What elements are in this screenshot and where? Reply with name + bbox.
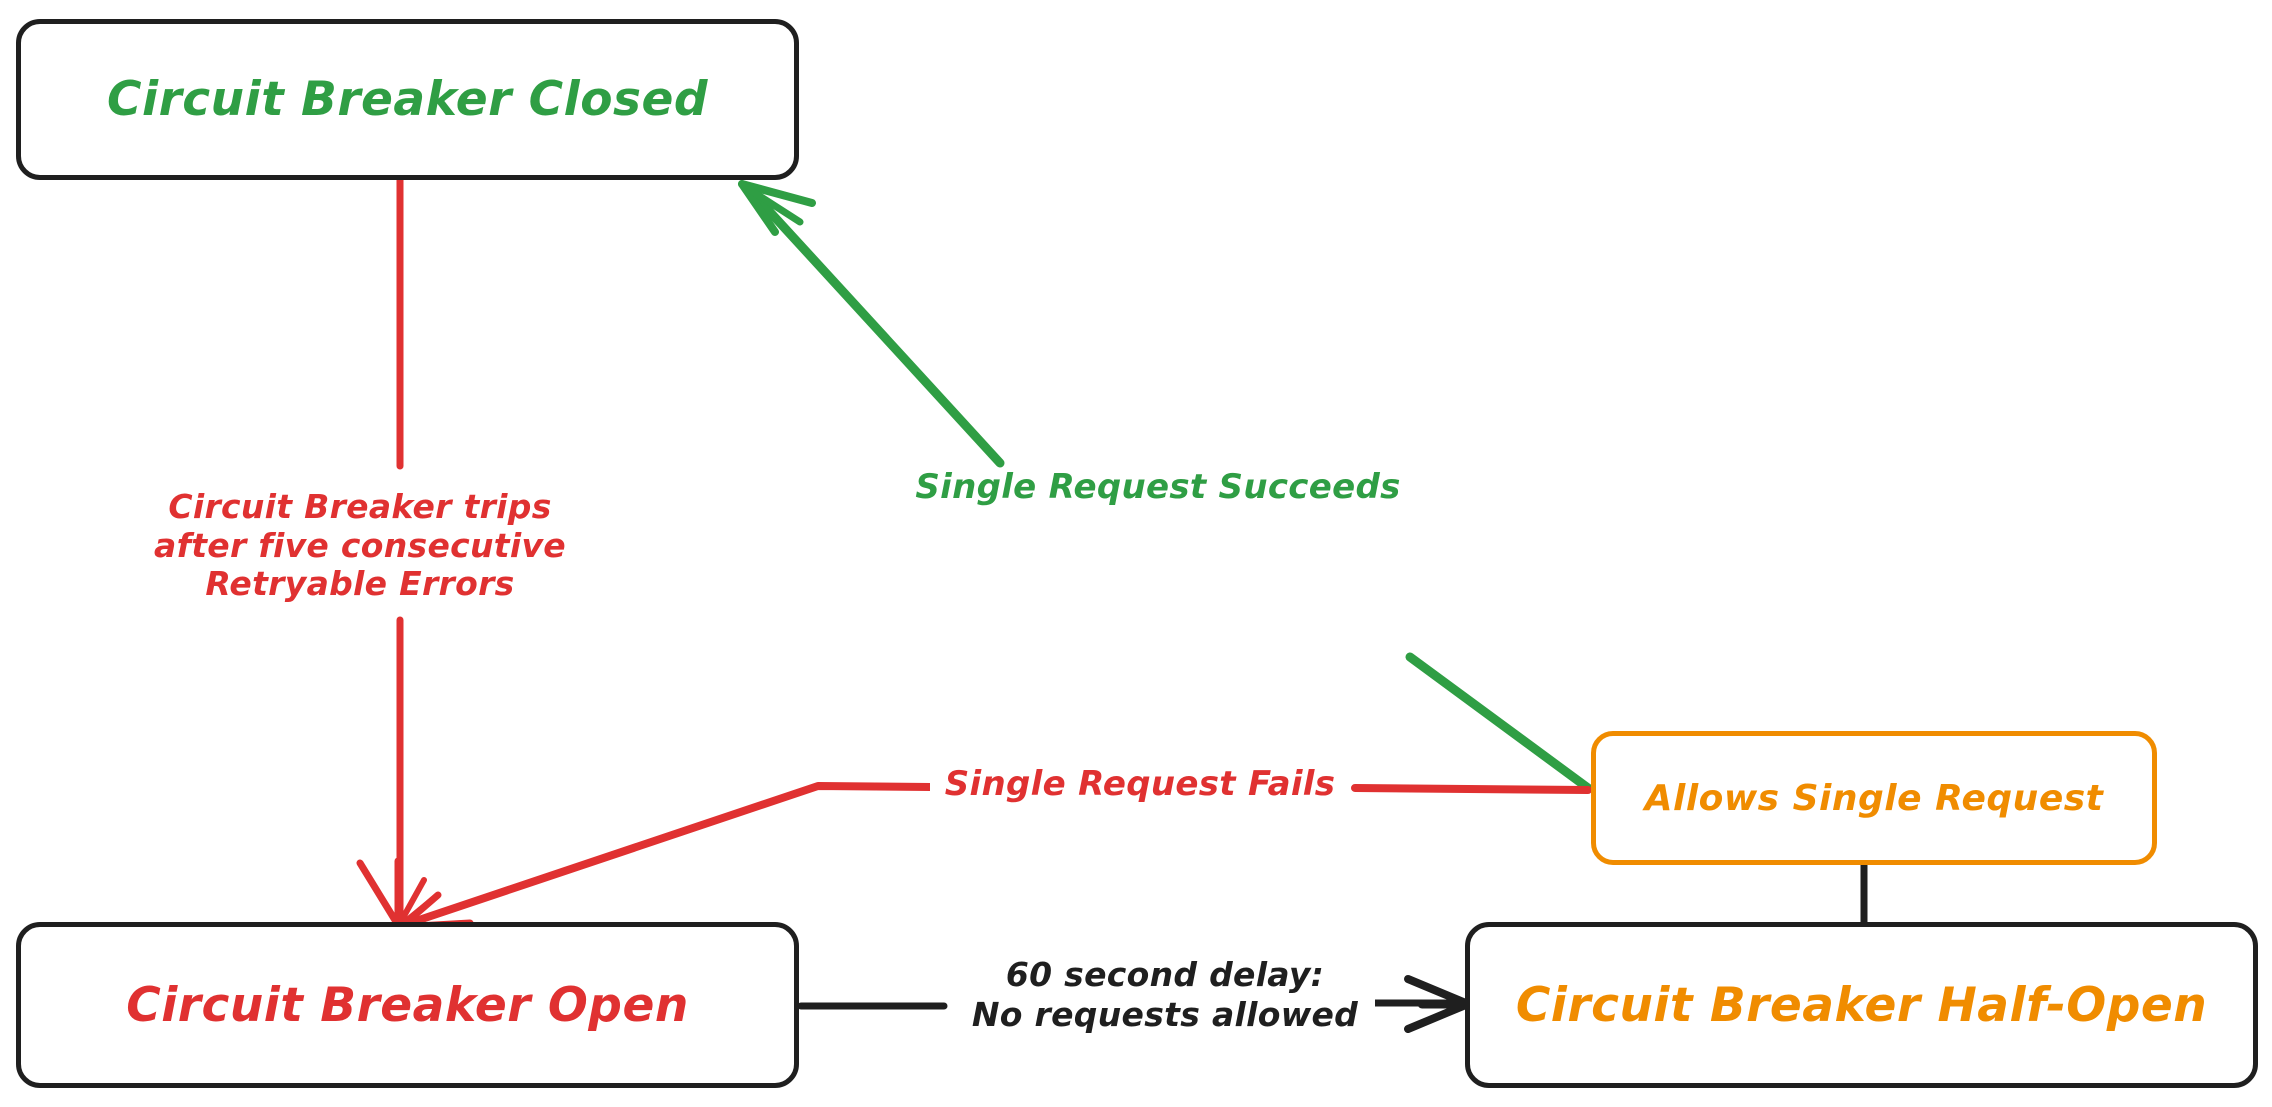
edge-label-single-request-succeeds: Single Request Succeeds: [908, 467, 1408, 508]
arrowhead-black: [1404, 975, 1472, 1033]
edge-allows-to-closed: [738, 180, 1593, 793]
state-node-circuit-breaker-open[interactable]: Circuit Breaker Open: [16, 922, 799, 1088]
state-node-allows-single-request-label: Allows Single Request: [1644, 777, 2104, 819]
state-node-open-label: Circuit Breaker Open: [126, 977, 689, 1033]
state-node-closed-label: Circuit Breaker Closed: [106, 72, 709, 127]
state-node-allows-single-request[interactable]: Allows Single Request: [1591, 731, 2157, 865]
state-node-circuit-breaker-closed[interactable]: Circuit Breaker Closed: [16, 19, 799, 180]
edge-label-single-request-fails: Single Request Fails: [930, 764, 1350, 805]
arrowhead-green: [738, 180, 816, 236]
edge-label-60-second-delay: 60 second delay: No requests allowed: [955, 955, 1375, 1036]
edge-allows-to-open: [396, 782, 1592, 931]
state-node-half-open-label: Circuit Breaker Half-Open: [1515, 977, 2208, 1033]
edge-label-circuit-breaker-trips: Circuit Breaker trips after five consecu…: [150, 487, 570, 604]
state-node-circuit-breaker-half-open[interactable]: Circuit Breaker Half-Open: [1465, 922, 2258, 1088]
